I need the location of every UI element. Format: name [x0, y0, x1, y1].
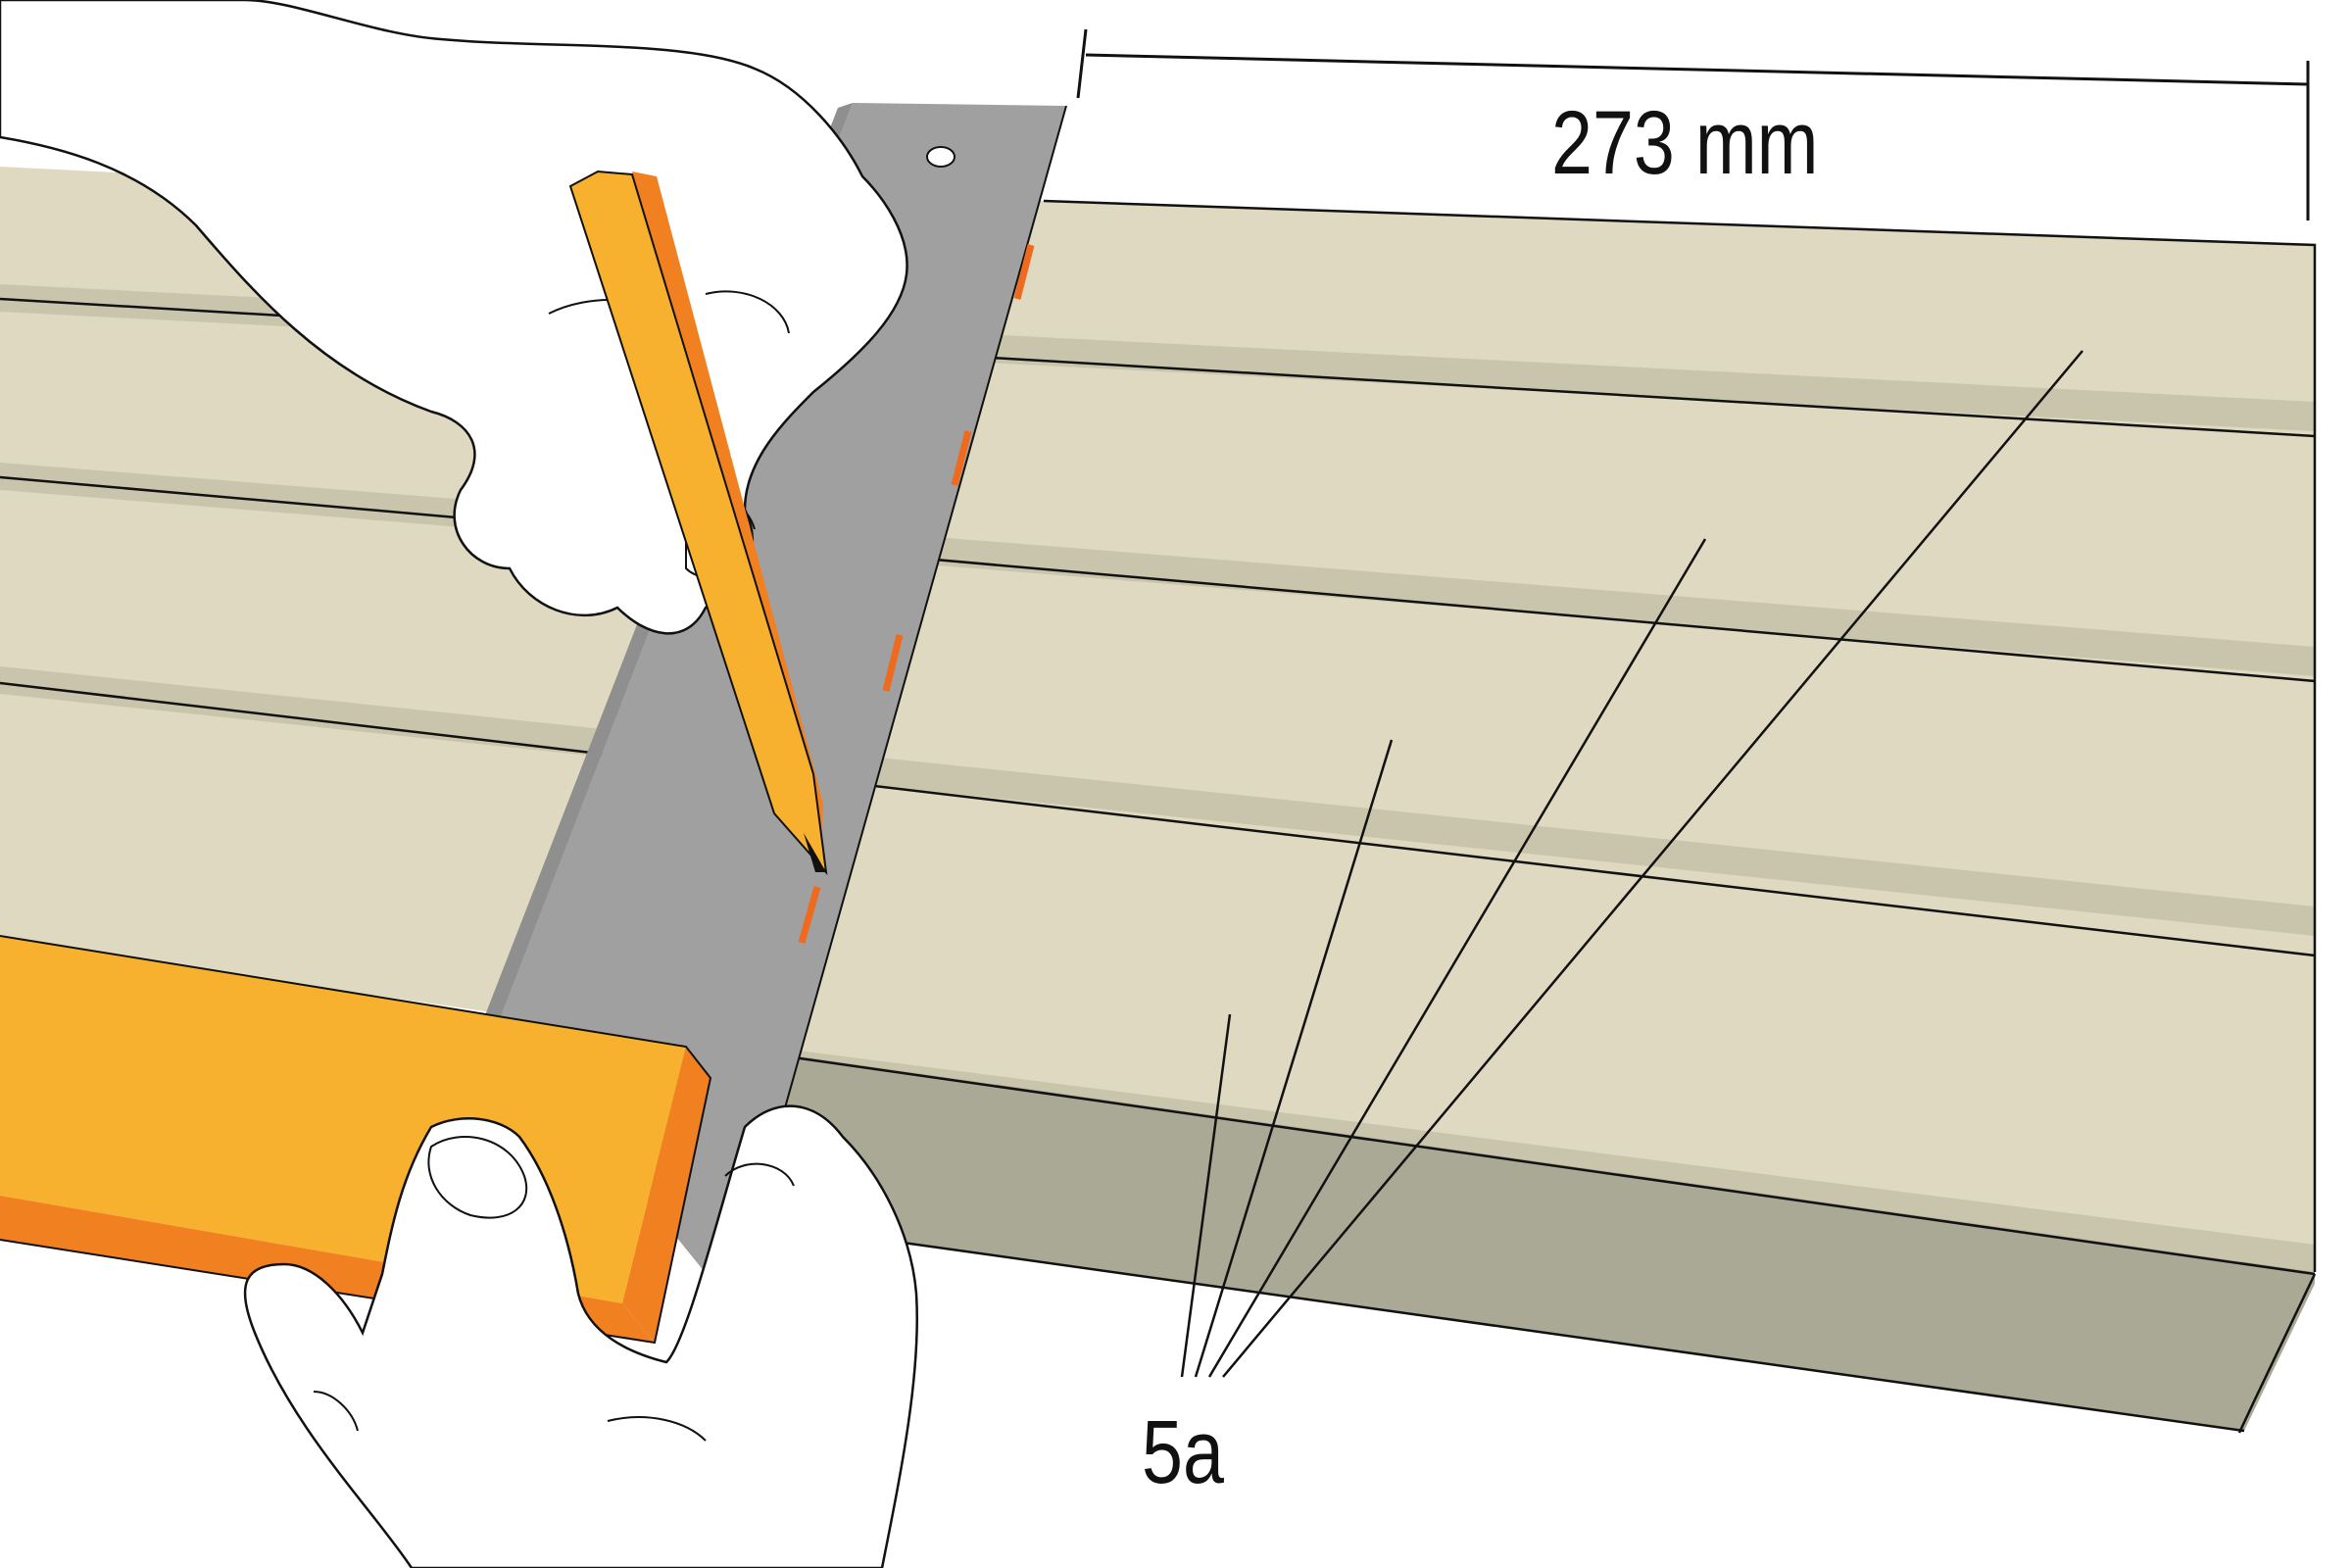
callout-leaders: [1180, 350, 2083, 1378]
pencil-mark-1: [1013, 244, 1035, 300]
leader-line-3: [1207, 538, 1707, 1378]
dimension-line: [1085, 53, 2309, 86]
dimension-label: 273 mm: [1551, 93, 1819, 193]
pencil-icon: [568, 170, 828, 876]
board-corner-edge: [2237, 1273, 2317, 1434]
dimension-indicator: [1076, 28, 2310, 220]
pencil-mark-4: [798, 886, 821, 944]
callout-label-5a: 5a: [1142, 1402, 1224, 1502]
pencil-mark-2: [951, 430, 972, 486]
lower-hand: [243, 1104, 919, 1568]
pencil-tip: [804, 833, 826, 872]
ruler-outline: [729, 105, 1067, 1304]
lower-hand-line-1: [724, 1162, 795, 1187]
square-side-edge: [622, 1047, 710, 1343]
board-front-top-edge: [744, 1049, 2316, 1276]
leader-line-4: [1222, 350, 2083, 1378]
hand-icon-lower: [243, 1104, 919, 1568]
ruler-hang-hole: [926, 146, 956, 168]
pencil-outline: [568, 170, 828, 876]
board-groove-3: [0, 666, 2315, 936]
upper-hand-knuckle: [705, 290, 790, 334]
lower-hand-line-2: [313, 1391, 359, 1432]
pencil-body: [570, 172, 826, 872]
leader-line-1: [1180, 1013, 1232, 1378]
board-groove-line-2: [0, 475, 2316, 683]
board-front-bottom-edge: [881, 1238, 2245, 1433]
lower-hand-line-3: [607, 1416, 707, 1442]
pencil-mark-3: [882, 634, 904, 692]
dimension-tick-left: [1076, 28, 1088, 99]
board-groove-line-3: [0, 681, 2316, 957]
board-back-edge: [1043, 199, 2317, 1272]
board-groove-4: [745, 1044, 2315, 1272]
board-front-face: [745, 1049, 2315, 1431]
lower-hand-thumbnail: [427, 1136, 528, 1219]
leader-line-2: [1194, 739, 1394, 1378]
